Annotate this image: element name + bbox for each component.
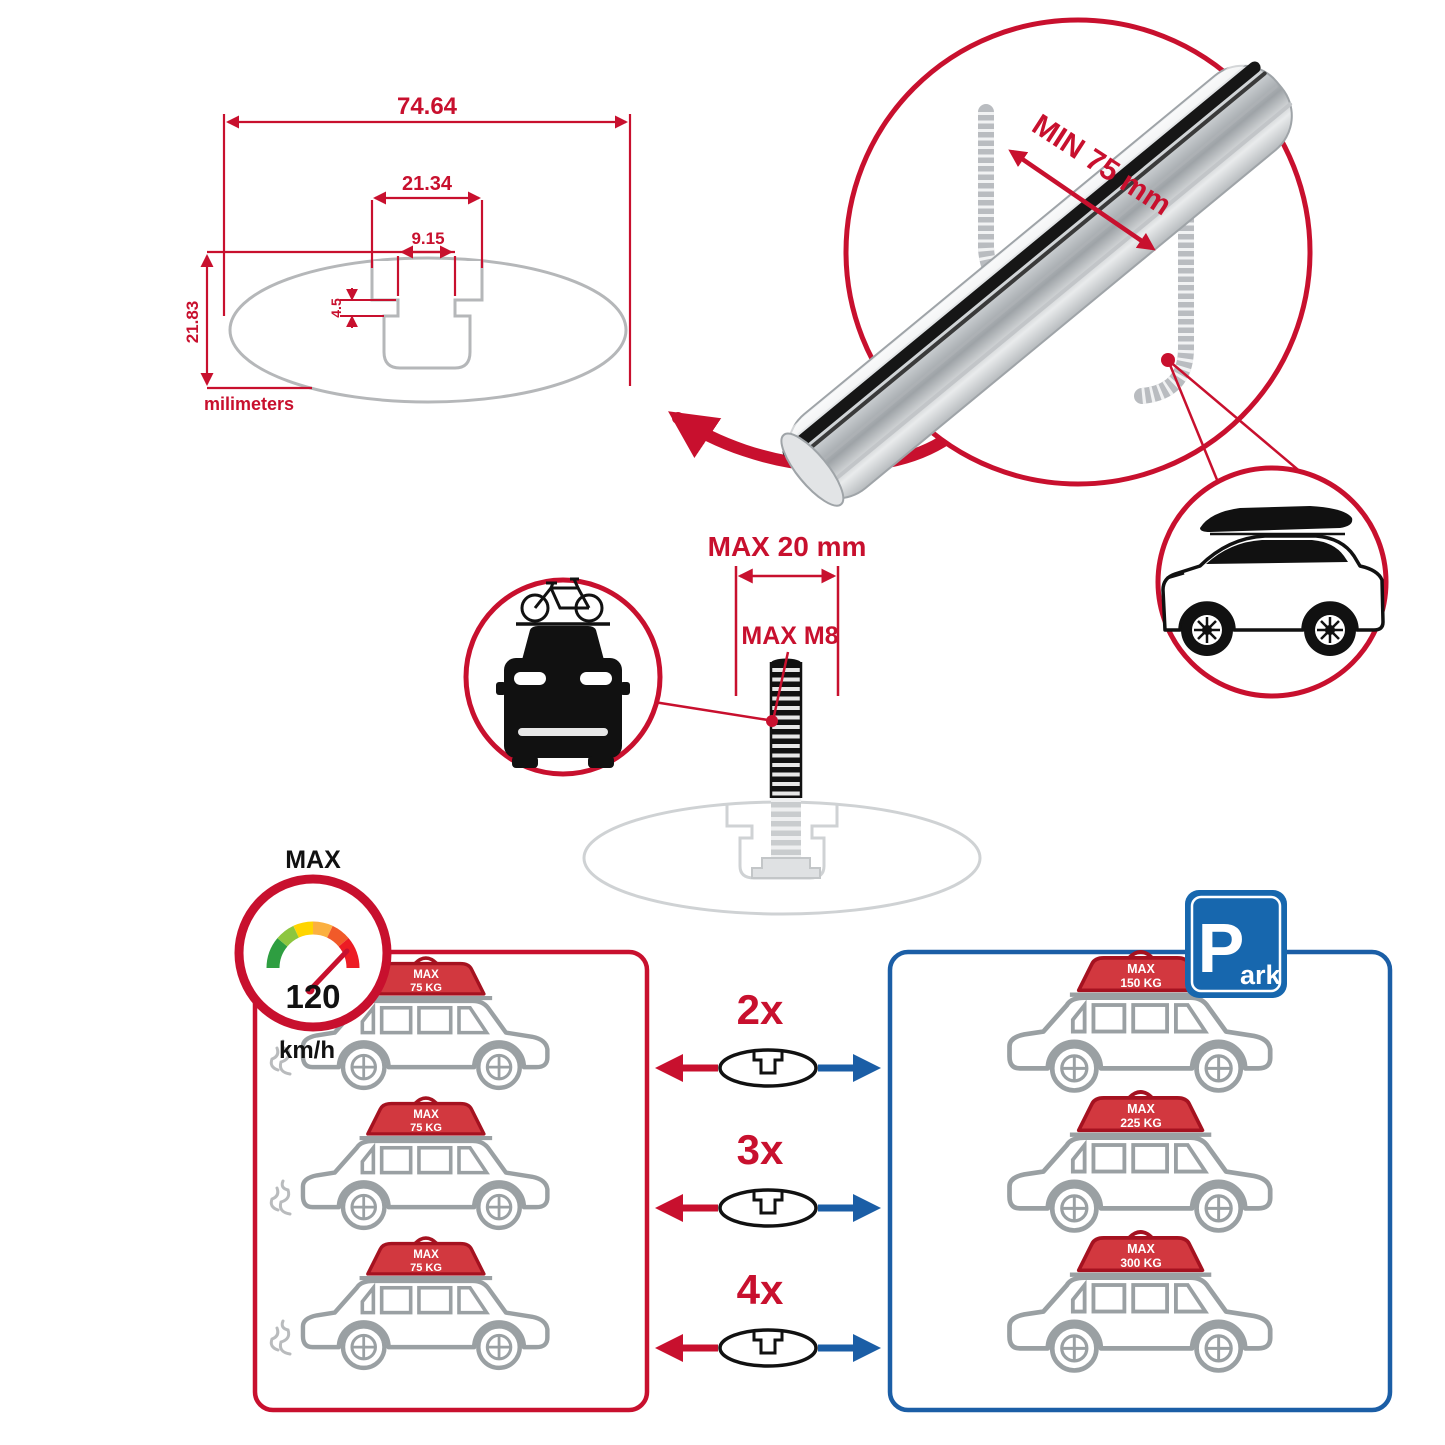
load-badge-title: MAX: [1127, 1102, 1155, 1116]
exhaust-smoke-icon: [269, 1319, 292, 1356]
leader-dot: [1161, 353, 1175, 367]
bolt-thread-label: MAX M8: [741, 622, 838, 650]
parking-panel: MAX 150 KG MAX 225 KG MAX 300 KG P ark: [1010, 890, 1287, 1370]
cross-section-diagram: 74.64 21.34 9.15 4.5 21.83 milimeters: [183, 93, 632, 414]
load-badge-value: 75 KG: [410, 1122, 442, 1134]
bike-vehicle-badge: [463, 577, 663, 777]
bar-section-icon: [718, 1188, 818, 1228]
gauge-needle: [307, 948, 350, 993]
speedometer-circle: [234, 874, 392, 1032]
speed-unit: km/h: [279, 1037, 335, 1064]
quantity-label: 2x: [737, 986, 784, 1033]
exhaust-smoke-icon: [269, 1179, 292, 1216]
load-badge-title: MAX: [413, 1249, 439, 1261]
speed-limit-badge: MAX 120 km/h: [234, 846, 392, 1064]
t-slot-nut: [751, 857, 821, 879]
car-front-icon: [496, 622, 630, 768]
load-badge-value: 225 KG: [1120, 1116, 1161, 1130]
dim-label-channel-width: 21.34: [402, 173, 453, 195]
threaded-bolt-icon: [769, 658, 803, 798]
load-badge-title: MAX: [1127, 1242, 1155, 1256]
suv-with-roofbox-icon: [1161, 506, 1385, 656]
load-badge-title: MAX: [413, 969, 439, 981]
bolt-leader-dot: [766, 715, 778, 727]
dim-label-slot-width: 9.15: [411, 229, 444, 248]
bicycle-icon: [520, 577, 604, 623]
load-badge-title: MAX: [1127, 962, 1155, 976]
dim-label-total-width: 74.64: [397, 93, 458, 120]
load-badge-value: 150 KG: [1120, 976, 1161, 990]
bar-detail-view: MIN 75 mm: [776, 17, 1323, 507]
park-sign: P ark: [1185, 890, 1287, 998]
clamp-spacing-arrow: [1008, 149, 1156, 251]
bolt-diagram: MAX 20 mm MAX M8: [582, 531, 982, 916]
load-badge-value: 300 KG: [1120, 1256, 1161, 1270]
bolt-length-label: MAX 20 mm: [708, 531, 867, 562]
park-sign-letter: P: [1198, 909, 1245, 987]
load-badge-value: 75 KG: [410, 1262, 442, 1274]
load-badge-title: MAX: [413, 1109, 439, 1121]
unit-label: milimeters: [204, 394, 294, 414]
speedometer-gauge-icon: [266, 921, 360, 969]
speed-value: 120: [285, 978, 340, 1015]
clamp-rod-right-icon: [1134, 206, 1194, 404]
quantity-label: 3x: [737, 1126, 784, 1173]
bar-section-icon: [718, 1048, 818, 1088]
load-badge-value: 75 KG: [410, 982, 442, 994]
quantity-label: 4x: [737, 1266, 784, 1313]
vehicle-roofbox-badge: [1155, 465, 1389, 699]
quantity-rows: 2x 3x 4x: [655, 986, 881, 1368]
driving-panel-frame: [252, 949, 650, 1413]
driving-panel: MAX 75 KG MAX 75 KG MAX 75 KG: [269, 958, 547, 1368]
dim-label-slot-depth: 4.5: [328, 298, 344, 318]
park-sign-suffix: ark: [1240, 960, 1282, 990]
bar-end-cap: [780, 432, 845, 507]
t-slot-profile: [370, 261, 484, 370]
dim-label-total-height: 21.83: [183, 301, 202, 344]
speed-max-label: MAX: [285, 846, 341, 874]
bar-section-icon: [718, 1328, 818, 1368]
